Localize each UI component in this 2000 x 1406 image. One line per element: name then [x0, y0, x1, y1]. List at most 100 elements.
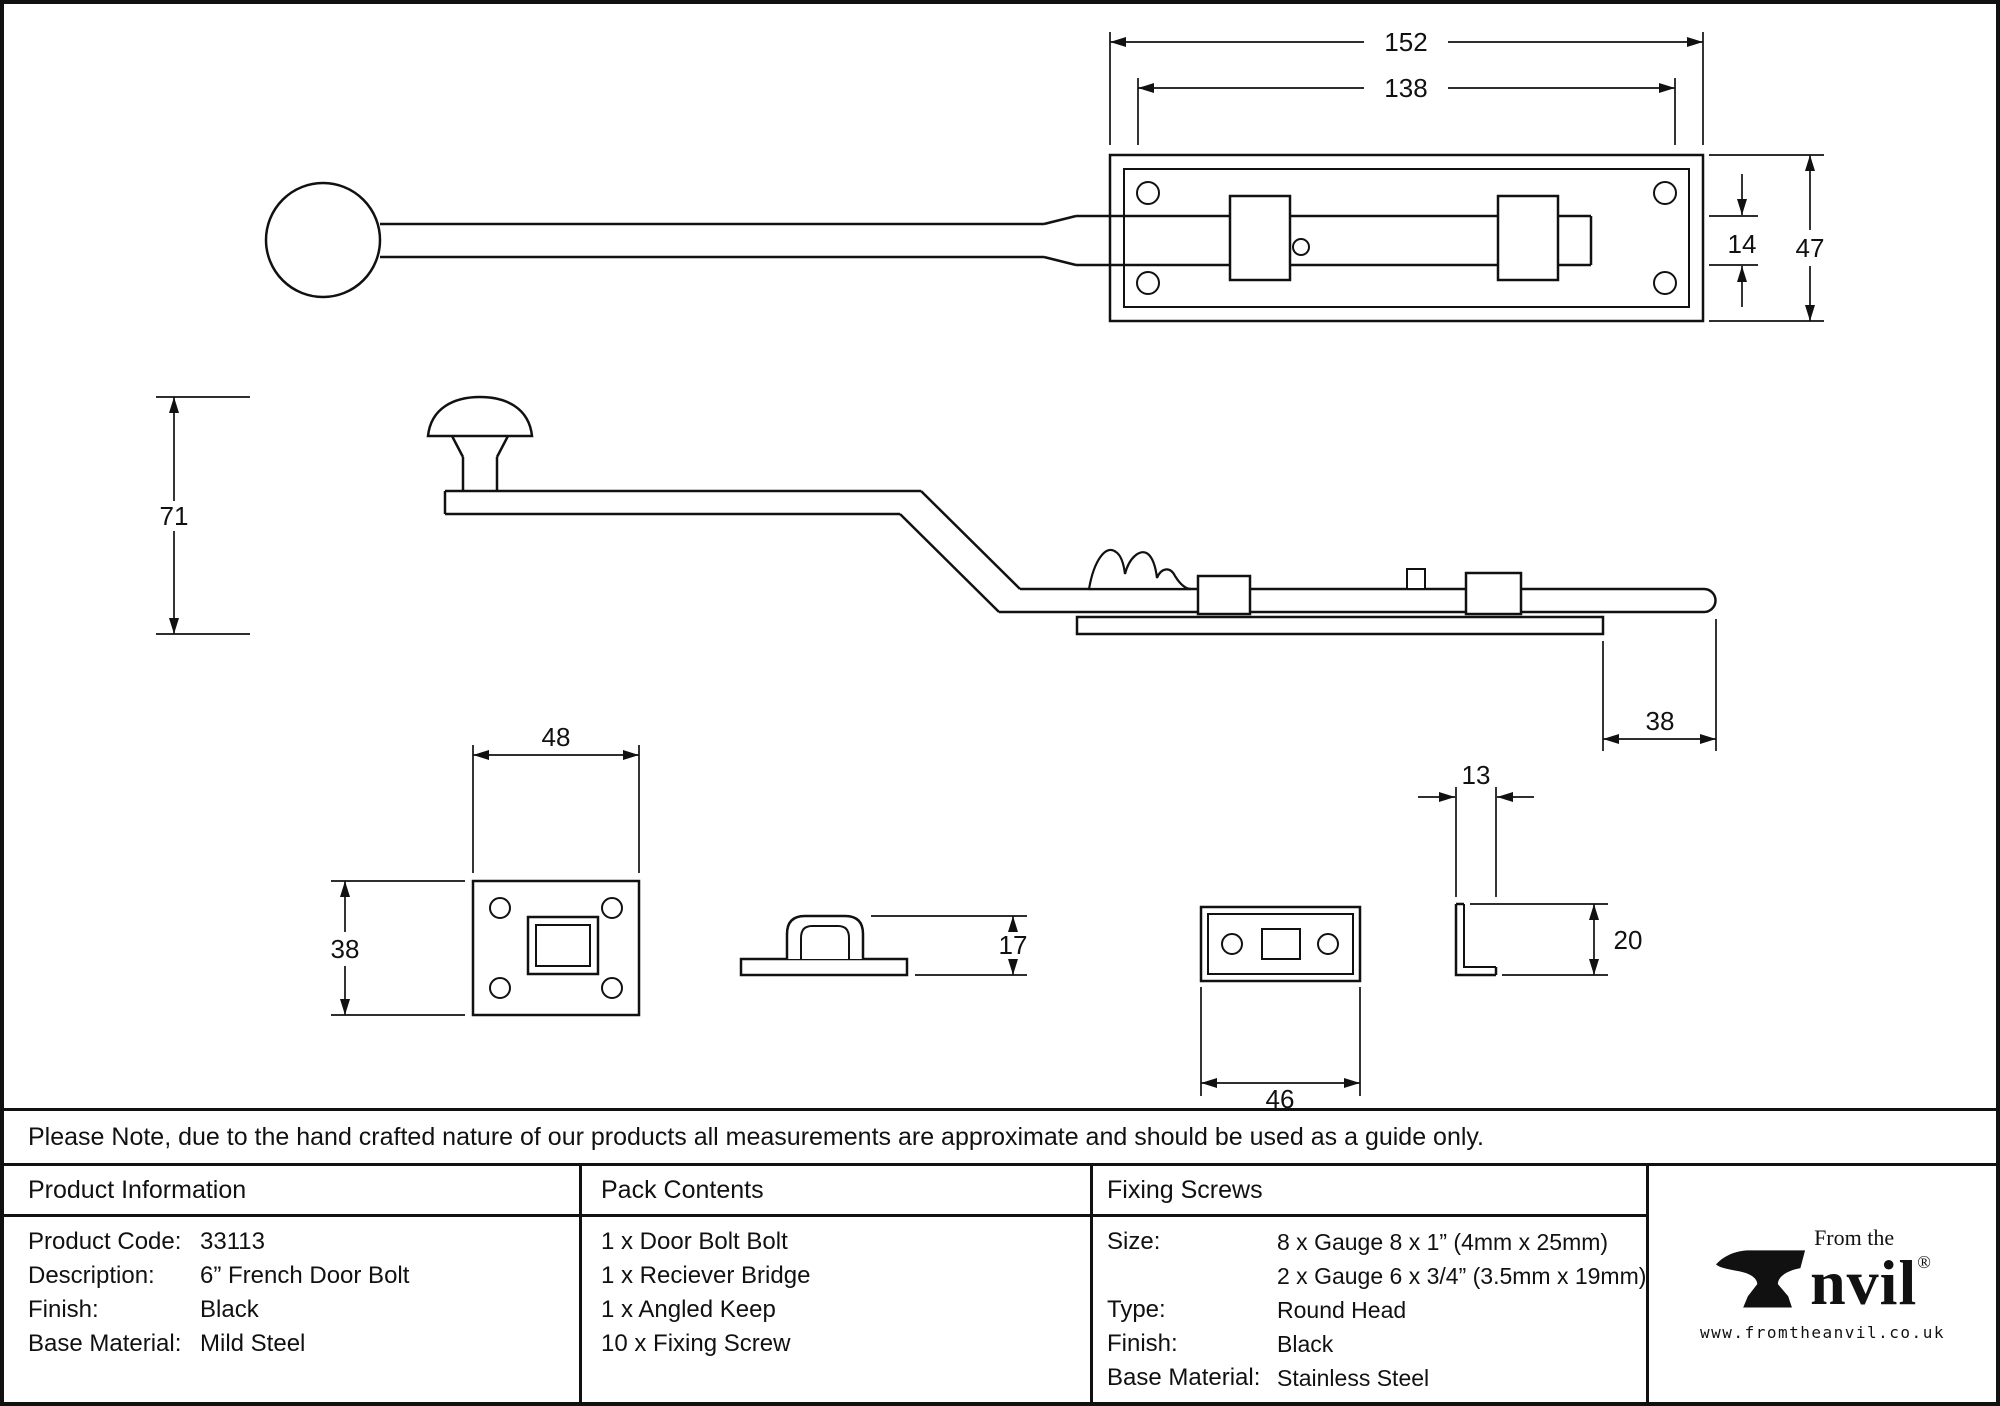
guide-pin-side [1406, 568, 1426, 590]
receiver-bridge-dimensions [871, 915, 1027, 976]
fixing-screws-column: Fixing Screws Size: 8 x Gauge 8 x 1” (4m… [1093, 1166, 1649, 1402]
note-text: Please Note, due to the hand crafted nat… [28, 1122, 1485, 1151]
front-view-drawing [264, 153, 1705, 323]
bolt-rod-side [999, 587, 1717, 614]
dim-keep-depth: 13 [1462, 760, 1491, 790]
screw-hole [489, 897, 511, 919]
bolt-guide-right [1496, 194, 1560, 282]
product-information-column: Product Information Product Code: 33113 … [4, 1166, 582, 1402]
dim-bridge-height: 17 [999, 930, 1028, 960]
screw-hole [489, 977, 511, 999]
row-value: Mild Steel [200, 1330, 306, 1357]
product-information-header: Product Information [4, 1166, 579, 1217]
forged-detail [1087, 549, 1192, 591]
row-value: Black [1277, 1330, 1334, 1357]
bolt-guide-left [1228, 194, 1292, 282]
row-value: 6” French Door Bolt [200, 1262, 410, 1289]
screw-size-row: Size: 8 x Gauge 8 x 1” (4mm x 25mm) [1093, 1225, 1646, 1259]
screw-hole [1653, 181, 1677, 205]
receiver-plate-dimensions [331, 745, 640, 1016]
bolt-knob-front [264, 181, 382, 299]
bridge-loop-outer [785, 914, 865, 959]
angled-keep-drawing [1454, 902, 1498, 977]
row-value: 2 x Gauge 6 x 3/4” (3.5mm x 19mm) [1277, 1262, 1647, 1289]
row-label: Base Material: [1107, 1364, 1261, 1391]
product-info-table: Please Note, due to the hand crafted nat… [4, 1108, 1996, 1402]
logo-brand-name: nvil [1810, 1246, 1918, 1318]
guide-side-left [1196, 574, 1252, 616]
row-label: Type: [1107, 1296, 1166, 1323]
pack-item: 1 x Angled Keep [601, 1296, 776, 1323]
screw-hole [601, 897, 623, 919]
finish-row: Finish: Black [4, 1293, 579, 1327]
screw-hole [1317, 933, 1339, 955]
pack-contents-header: Pack Contents [582, 1166, 1090, 1217]
row-label: Product Code: [28, 1228, 182, 1255]
dim-hole-spacing: 138 [1384, 73, 1427, 103]
keep-plate-dimensions [1200, 987, 1361, 1096]
pack-item: 10 x Fixing Screw [601, 1330, 791, 1357]
row-label: Base Material: [28, 1330, 182, 1357]
pack-contents-column: Pack Contents 1 x Door Bolt Bolt 1 x Rec… [582, 1166, 1093, 1402]
brand-logo-cell: From the nvil ® www.fromtheanvil.co.uk [1649, 1166, 1996, 1402]
guide-pin [1292, 238, 1310, 256]
screw-hole [601, 977, 623, 999]
row-value: 33113 [200, 1228, 265, 1255]
screw-material-row: Base Material: Stainless Steel [1093, 1361, 1646, 1395]
product-code-row: Product Code: 33113 [4, 1225, 579, 1259]
fixing-screws-header: Fixing Screws [1093, 1166, 1646, 1217]
front-view-dimensions [1109, 32, 1824, 322]
pack-item: 1 x Reciever Bridge [601, 1262, 811, 1289]
dim-plate-height: 47 [1796, 233, 1825, 263]
backplate-side [1075, 615, 1605, 636]
screw-hole [1653, 271, 1677, 295]
anvil-icon [1716, 1249, 1806, 1307]
dim-keep-width: 46 [1266, 1084, 1295, 1108]
side-view-dimensions [156, 396, 1717, 751]
keep-slot [1261, 928, 1301, 960]
row-value: 8 x Gauge 8 x 1” (4mm x 25mm) [1277, 1228, 1609, 1255]
screw-hole [1221, 933, 1243, 955]
table-body: Product Information Product Code: 33113 … [4, 1166, 1996, 1402]
receiver-bridge-drawing [739, 914, 909, 977]
row-label: Size: [1107, 1228, 1161, 1255]
bolt-aperture-inner [535, 924, 591, 967]
guide-side-right [1464, 571, 1523, 616]
bridge-loop-inner [800, 925, 850, 959]
description-row: Description: 6” French Door Bolt [4, 1259, 579, 1293]
screw-type-row: Type: Round Head [1093, 1293, 1646, 1327]
logo-url: www.fromtheanvil.co.uk [1700, 1322, 1945, 1342]
knob-cap-side [426, 395, 534, 438]
dim-receiver-width: 48 [542, 722, 571, 752]
technical-drawing-area: 152 138 14 47 [4, 4, 1996, 1108]
row-label: Finish: [28, 1296, 99, 1323]
bolt-aperture-outer [526, 915, 600, 976]
logo-tagline: From the [1814, 1224, 1895, 1250]
dim-bolt-throw: 38 [1646, 706, 1675, 736]
dim-plate-width: 152 [1384, 27, 1427, 57]
row-value: Round Head [1277, 1296, 1407, 1323]
screw-size-row-2: 2 x Gauge 6 x 3/4” (3.5mm x 19mm) [1093, 1259, 1646, 1293]
keep-plate-drawing [1199, 905, 1362, 983]
brand-logo: From the nvil ® www.fromtheanvil.co.uk [1700, 1224, 1945, 1342]
screw-hole [1136, 271, 1160, 295]
registered-trademark-icon: ® [1917, 1251, 1931, 1272]
dim-keep-height: 20 [1614, 925, 1643, 955]
note-row: Please Note, due to the hand crafted nat… [4, 1111, 1996, 1166]
receiver-plate-drawing [471, 879, 641, 1017]
side-view-drawing [426, 395, 1717, 636]
dim-receiver-height: 38 [331, 934, 360, 964]
angled-keep-dimensions [1418, 787, 1608, 976]
dim-bolt-diameter: 14 [1728, 229, 1757, 259]
row-value: Black [200, 1296, 259, 1323]
row-label: Finish: [1107, 1330, 1178, 1357]
row-value: Stainless Steel [1277, 1364, 1430, 1391]
base-material-row: Base Material: Mild Steel [4, 1327, 579, 1361]
backplate-outer [1108, 153, 1705, 323]
pack-item: 1 x Door Bolt Bolt [601, 1228, 788, 1255]
row-label: Description: [28, 1262, 155, 1289]
handle-bar-side [443, 489, 1021, 613]
dim-knob-height: 71 [160, 501, 189, 531]
backplate-inner [1123, 168, 1690, 308]
